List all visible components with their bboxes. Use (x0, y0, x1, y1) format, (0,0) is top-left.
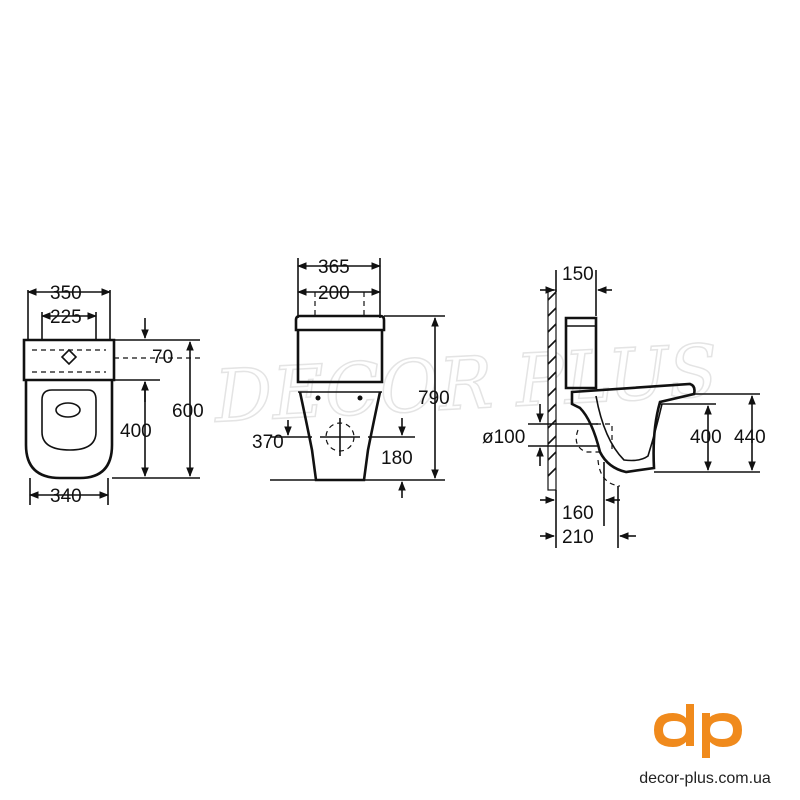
dim-side-400: 400 (690, 427, 722, 448)
dim-top-225: 225 (50, 307, 82, 328)
dim-front-365: 365 (318, 257, 350, 278)
brand-url[interactable]: decor-plus.com.ua (639, 770, 771, 787)
dim-top-340: 340 (50, 486, 82, 507)
dim-front-200: 200 (318, 283, 350, 304)
dim-top-600: 600 (172, 401, 204, 422)
dim-side-150: 150 (562, 264, 594, 285)
dim-side-diameter: ø100 (482, 427, 525, 448)
dim-side-210: 210 (562, 527, 594, 548)
front-view (270, 258, 445, 498)
dim-top-350: 350 (50, 283, 82, 304)
dim-front-790: 790 (418, 388, 450, 409)
side-view (528, 270, 760, 548)
dim-front-370: 370 (252, 432, 284, 453)
dim-side-160: 160 (562, 503, 594, 524)
dim-side-440: 440 (734, 427, 766, 448)
dim-top-400: 400 (120, 421, 152, 442)
dim-front-180: 180 (381, 448, 413, 469)
watermark: DECOR PLUS (210, 328, 720, 438)
brand-logo (654, 704, 742, 758)
dim-top-70: 70 (152, 347, 173, 368)
top-view (22, 288, 200, 505)
